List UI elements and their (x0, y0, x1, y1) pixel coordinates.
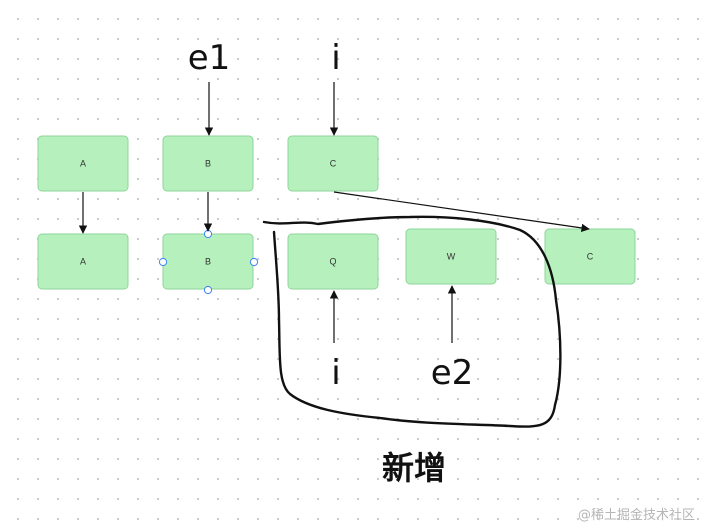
node-top-a[interactable]: A (37, 135, 129, 192)
node-bottom-c[interactable]: C (544, 228, 636, 285)
node-bottom-a[interactable]: A (37, 233, 129, 290)
node-bottom-q-label: Q (329, 256, 336, 266)
handle-left[interactable] (158, 257, 168, 267)
annotation-e1: e1 (188, 38, 231, 78)
node-bottom-b-label: B (205, 256, 211, 266)
handle-right[interactable] (249, 257, 259, 267)
caption-new: 新增 (382, 449, 446, 487)
edge-c-to-c[interactable] (333, 191, 590, 233)
handle-top[interactable] (203, 229, 213, 239)
handle-bottom[interactable] (203, 285, 213, 295)
node-top-b[interactable]: B (162, 135, 254, 192)
node-bottom-b[interactable]: B (162, 233, 254, 290)
node-top-b-label: B (205, 158, 211, 168)
annotation-i-top: i (331, 38, 340, 78)
node-top-a-label: A (80, 158, 86, 168)
watermark: @稀土掘金技术社区 (577, 508, 695, 523)
freehand-lasso[interactable] (262, 215, 562, 428)
node-bottom-c-label: C (587, 251, 594, 261)
annotation-i-bottom: i (331, 353, 340, 393)
node-bottom-a-label: A (80, 256, 86, 266)
selection-handles[interactable] (158, 229, 259, 295)
node-top-c-label: C (330, 158, 337, 168)
node-bottom-q[interactable]: Q (287, 233, 379, 290)
node-bottom-w[interactable]: W (405, 228, 497, 285)
node-top-c[interactable]: C (287, 135, 379, 192)
annotation-e2: e2 (431, 353, 474, 393)
node-bottom-w-label: W (447, 251, 456, 261)
